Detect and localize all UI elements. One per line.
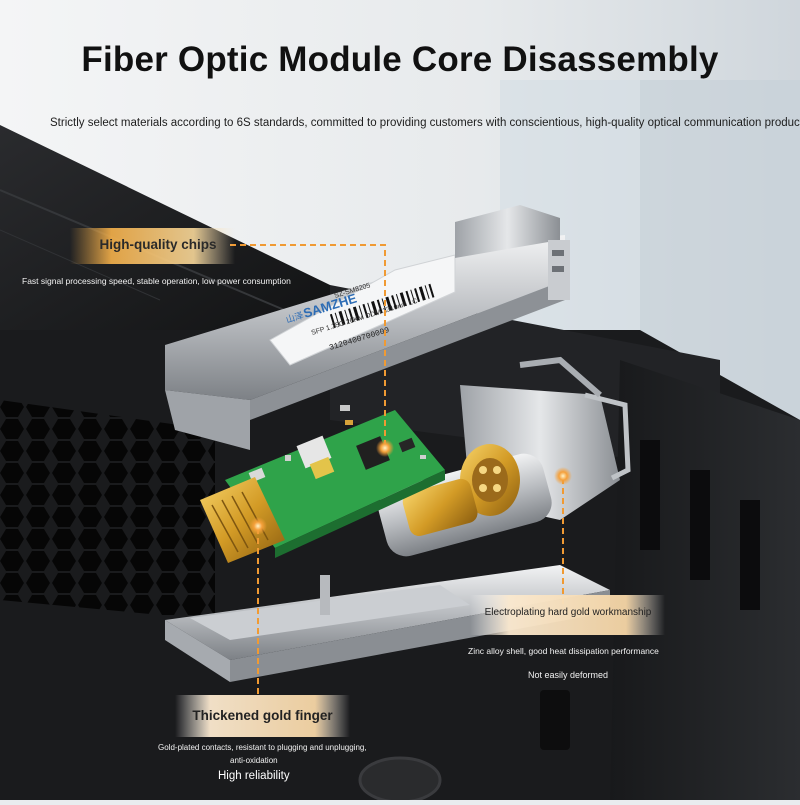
callout-finger-note: High reliability (218, 770, 290, 782)
callout-dot-shell (554, 467, 572, 485)
finger-label-pill (175, 695, 350, 737)
callout-chips-label: High-quality chips (99, 237, 217, 252)
callout-dot-finger (249, 517, 267, 535)
upper-cover: SAMZHE 山泽 SZ-SM8205 SFP 1.25G 20KM DDM 1… (165, 205, 570, 450)
device-top-panel (0, 125, 330, 330)
label-brand-cn: 山泽 (285, 310, 305, 326)
callout-shell-desc: Zinc alloy shell, good heat dissipation … (468, 646, 659, 656)
module-label-sticker (269, 254, 456, 366)
callout-finger-label: Thickened gold finger (192, 708, 333, 723)
callout-lines (230, 244, 564, 695)
page-title: Fiber Optic Module Core Disassembly (81, 40, 719, 79)
callout-finger-desc-2: anti-oxidation (230, 756, 278, 765)
shell-label-pill (470, 595, 665, 635)
gold-finger (200, 477, 285, 563)
callout-finger-desc-1: Gold-plated contacts, resistant to plugg… (158, 743, 367, 752)
vent-grille (0, 400, 215, 620)
callout-shell-note: Not easily deformed (528, 670, 609, 680)
page-subtitle: Strictly select materials according to 6… (50, 117, 800, 129)
callout-shell-label: Electroplating hard gold workmanship (484, 607, 652, 618)
optical-subassembly (378, 356, 631, 557)
callout-dot-chip (376, 439, 394, 457)
callout-chips-desc: Fast signal processing speed, stable ope… (22, 276, 291, 286)
chips-label-pill (70, 228, 235, 264)
